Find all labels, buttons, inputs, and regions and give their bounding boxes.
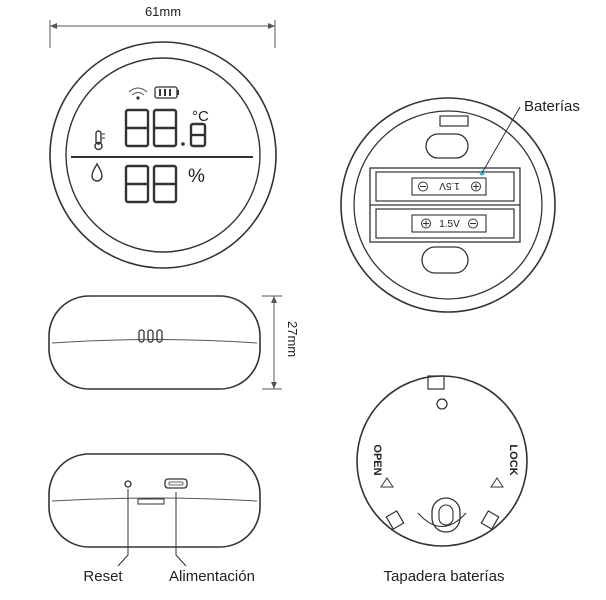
temperature-digits <box>124 108 207 148</box>
open-marking: OPEN <box>371 444 383 475</box>
battery-1-voltage: 1.5V <box>439 180 460 191</box>
usb-port <box>164 478 188 489</box>
battery-level-icon <box>154 86 179 99</box>
battery-cover-view: OPEN LOCK <box>356 375 528 547</box>
power-label: Alimentación <box>169 568 255 585</box>
humidity-unit: % <box>188 166 205 187</box>
wifi-icon <box>128 87 148 100</box>
height-dimension: 27mm <box>262 295 300 390</box>
batteries-label: Baterías <box>524 98 580 115</box>
temperature-unit: °C <box>192 108 209 125</box>
water-drop-icon <box>91 162 103 182</box>
humidity-digits <box>124 164 178 204</box>
height-label: 27mm <box>285 321 300 357</box>
back-view: 1.5V 1.5V <box>340 97 556 313</box>
reset-hole <box>124 480 132 488</box>
thermometer-icon <box>94 130 105 151</box>
battery-2-voltage: 1.5V <box>439 219 460 230</box>
side-view <box>48 295 261 390</box>
battery-2: 1.5V <box>375 208 515 239</box>
port-side-view <box>48 453 261 567</box>
width-dimension: 61mm <box>49 4 276 48</box>
lock-marking: LOCK <box>507 444 519 475</box>
battery-1: 1.5V <box>375 171 515 202</box>
front-view: °C % <box>49 41 277 269</box>
side-vent-slots <box>138 329 163 343</box>
reset-label: Reset <box>83 568 123 585</box>
width-label: 61mm <box>145 4 181 19</box>
battery-cover-label: Tapadera baterías <box>384 568 505 585</box>
